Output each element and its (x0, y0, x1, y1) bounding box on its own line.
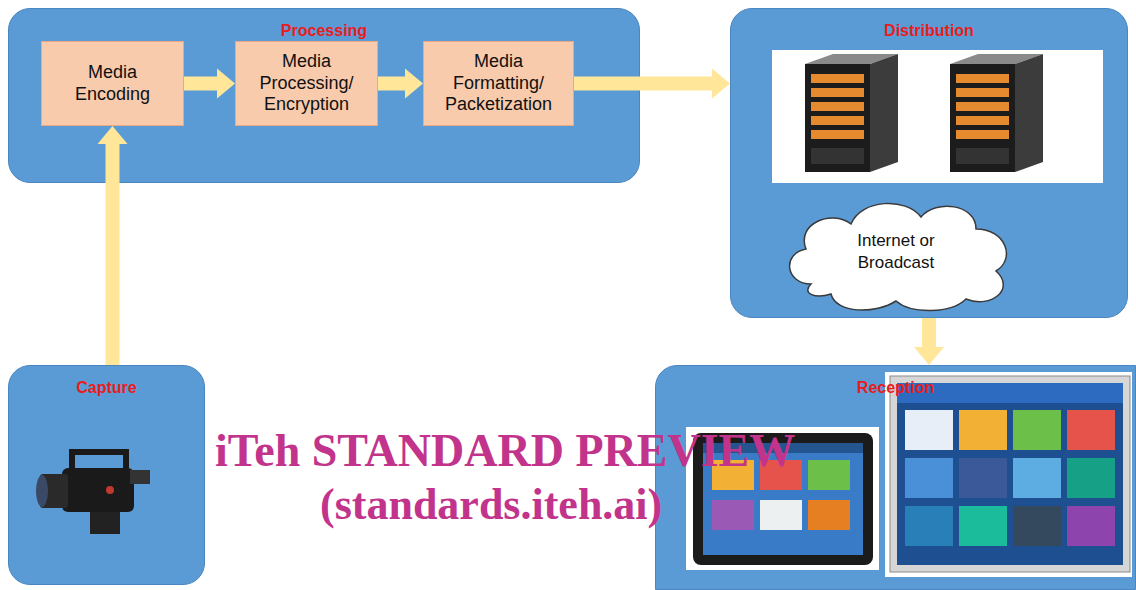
app-tile (1013, 458, 1061, 498)
app-tile (905, 410, 953, 450)
node-label: Internet or Broadcast (840, 230, 952, 273)
app-tile (760, 500, 802, 530)
stage-panel: Capture (8, 365, 205, 585)
smart-tv (890, 376, 1130, 572)
cloud-shape (771, 189, 1021, 314)
cloud-outline (790, 203, 1007, 310)
camera-body (62, 468, 134, 512)
camera-handle (72, 452, 126, 468)
drive-bay (811, 102, 864, 111)
app-tile (1013, 410, 1061, 450)
drive-bay (811, 88, 864, 97)
process-box: Media Processing/ Encryption (235, 41, 378, 126)
server-grill (956, 148, 1009, 164)
app-tile (959, 506, 1007, 546)
stage-title: Distribution (731, 21, 1127, 40)
drive-bay (956, 130, 1009, 139)
watermark-text: iTeh STANDARD PREVIEW (215, 428, 795, 474)
app-tile (959, 410, 1007, 450)
drive-bay (811, 74, 864, 83)
server-front (950, 64, 1015, 172)
app-tile (1013, 506, 1061, 546)
server-tower (950, 54, 1043, 172)
watermark-text: (standards.iteh.ai) (320, 483, 662, 527)
stage-title: Processing (9, 21, 639, 40)
drive-bay (956, 74, 1009, 83)
flow-arrow (184, 69, 235, 99)
app-tile (712, 500, 754, 530)
app-tile (905, 458, 953, 498)
drive-bay (956, 116, 1009, 125)
network-cloud: Internet or Broadcast (771, 189, 1021, 314)
lens-glass (36, 475, 48, 507)
stage-panel: Reception (655, 365, 1136, 590)
app-tile (1067, 506, 1115, 546)
tv-menu-bar (897, 383, 1123, 403)
process-box: Media Encoding (41, 41, 184, 126)
tv-screen (897, 383, 1123, 565)
server-top (950, 54, 1043, 64)
drive-bay (956, 102, 1009, 111)
app-tile (808, 460, 850, 490)
app-tile (905, 506, 953, 546)
node-label: Media Formatting/ Packetization (440, 51, 558, 116)
drive-bay (956, 88, 1009, 97)
node-label: Media Encoding (54, 62, 172, 105)
app-tile (808, 500, 850, 530)
flow-arrow (98, 126, 128, 365)
process-box: Media Formatting/ Packetization (423, 41, 574, 126)
flow-arrow (574, 69, 730, 99)
flow-arrow (378, 69, 423, 99)
tv-bezel (890, 376, 1130, 572)
camera-lens (40, 474, 68, 508)
server-tower (805, 54, 898, 172)
tv-frame (885, 372, 1132, 577)
app-tile (1067, 410, 1115, 450)
server-side (870, 54, 898, 172)
camera-grip (90, 512, 120, 534)
camera-viewfinder (130, 470, 150, 484)
app-tile (959, 458, 1007, 498)
server-frame (772, 50, 1103, 183)
server-side (1015, 54, 1043, 172)
video-camera (36, 452, 150, 534)
node-label: Media Processing/ Encryption (248, 51, 366, 116)
server-front (805, 64, 870, 172)
app-tile (1067, 458, 1115, 498)
stage-title: Reception (656, 378, 1135, 397)
drive-bay (811, 116, 864, 125)
server-grill (811, 148, 864, 164)
server-top (805, 54, 898, 64)
stage-title: Capture (9, 378, 204, 397)
stage-panel: ProcessingMedia Encoding Media Processing… (8, 8, 640, 183)
flow-arrow (914, 318, 944, 365)
stage-panel: DistributionInternet or Broadcast (730, 8, 1128, 318)
record-light (106, 486, 114, 494)
drive-bay (811, 130, 864, 139)
